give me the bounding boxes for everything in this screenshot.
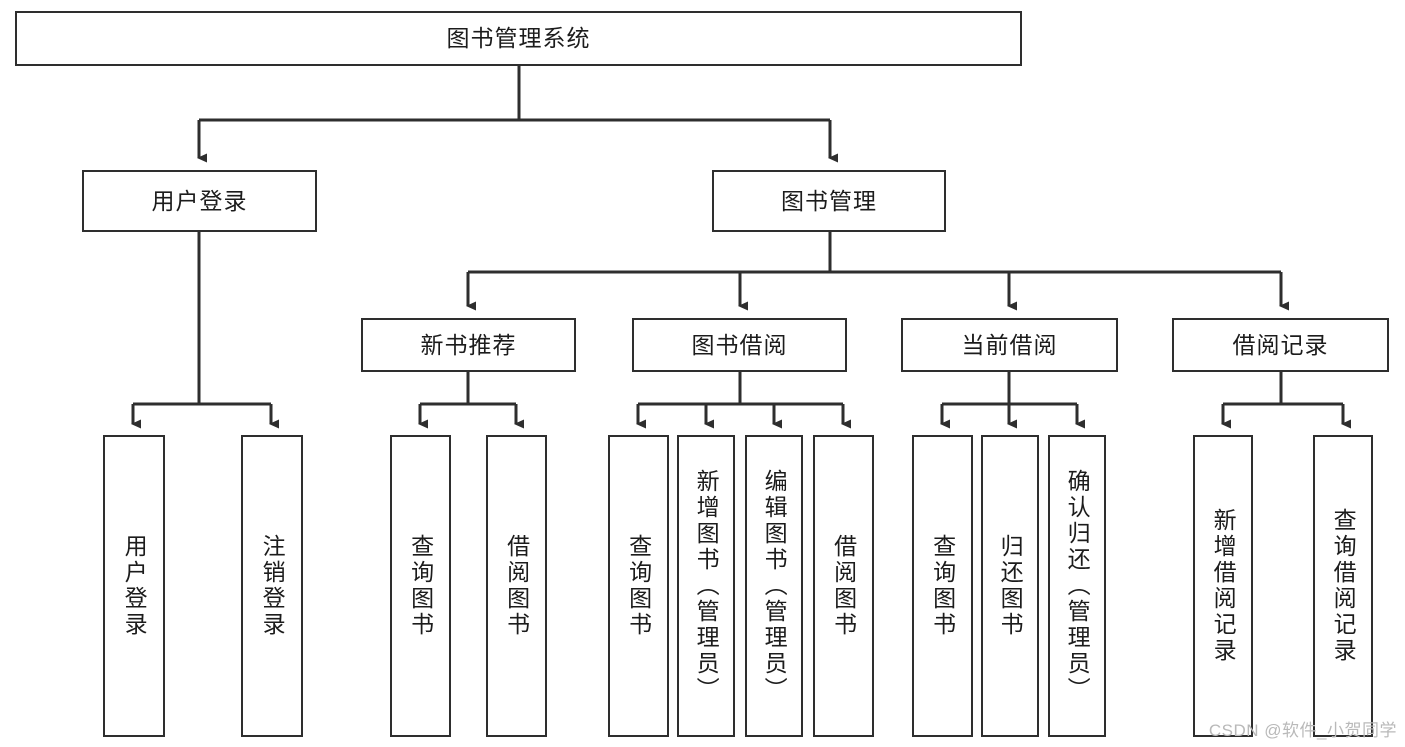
watermark-text: CSDN @软件_小贺同学 (1208, 721, 1397, 740)
leaf-current-borrow-return[interactable]: 归还图书 (981, 435, 1039, 737)
node-label: 查询借阅记录 (1330, 508, 1357, 664)
leaf-user-login-signout[interactable]: 注销登录 (241, 435, 303, 737)
node-label: 图书管理 (781, 187, 877, 214)
node-label: 新增图书（管理员） (693, 469, 720, 703)
node-label: 借阅图书 (503, 534, 530, 638)
leaf-book-borrow-edit[interactable]: 编辑图书（管理员） (745, 435, 803, 737)
node-label: 用户登录 (151, 187, 248, 214)
node-label: 查询图书 (625, 534, 652, 638)
leaf-book-borrow-add[interactable]: 新增图书（管理员） (677, 435, 735, 737)
node-label: 当前借阅 (961, 331, 1058, 358)
leaf-current-borrow-query[interactable]: 查询图书 (912, 435, 973, 737)
leaf-book-borrow-query[interactable]: 查询图书 (608, 435, 669, 737)
node-label: 用户登录 (121, 534, 148, 638)
node-label: 查询图书 (407, 534, 434, 638)
leaf-borrow-record-query[interactable]: 查询借阅记录 (1313, 435, 1373, 737)
node-label: 新增借阅记录 (1210, 508, 1237, 664)
node-label: 图书管理系统 (446, 25, 591, 52)
leaf-user-login-signin[interactable]: 用户登录 (103, 435, 165, 737)
node-label: 新书推荐 (420, 331, 517, 358)
node-user-login[interactable]: 用户登录 (82, 170, 317, 232)
node-label: 注销登录 (259, 534, 286, 638)
node-label: 图书借阅 (691, 331, 788, 358)
node-new-book-recommend[interactable]: 新书推荐 (361, 318, 576, 372)
node-book-borrow[interactable]: 图书借阅 (632, 318, 847, 372)
node-book-management[interactable]: 图书管理 (712, 170, 946, 232)
node-label: 确认归还（管理员） (1064, 469, 1091, 703)
leaf-current-borrow-confirm-return[interactable]: 确认归还（管理员） (1048, 435, 1106, 737)
leaf-book-borrow-lend[interactable]: 借阅图书 (813, 435, 874, 737)
leaf-new-book-query[interactable]: 查询图书 (390, 435, 451, 737)
node-label: 编辑图书（管理员） (761, 469, 788, 703)
leaf-new-book-borrow[interactable]: 借阅图书 (486, 435, 547, 737)
node-label: 归还图书 (997, 534, 1024, 638)
node-root-system[interactable]: 图书管理系统 (15, 11, 1022, 66)
node-current-borrow[interactable]: 当前借阅 (901, 318, 1118, 372)
node-label: 查询图书 (929, 534, 956, 638)
node-borrow-record[interactable]: 借阅记录 (1172, 318, 1389, 372)
node-label: 借阅记录 (1232, 331, 1329, 358)
node-label: 借阅图书 (830, 534, 857, 638)
leaf-borrow-record-add[interactable]: 新增借阅记录 (1193, 435, 1253, 737)
